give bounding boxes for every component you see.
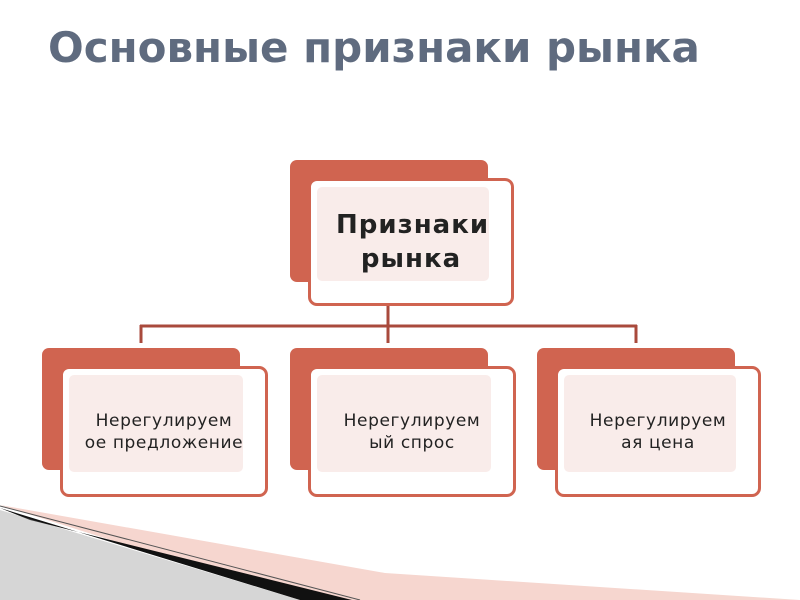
child-node-demand-box: Нерегулируем ый спрос bbox=[308, 366, 516, 497]
decoration-hatch-line bbox=[0, 505, 361, 600]
child-node-demand-label: Нерегулируем ый спрос bbox=[343, 410, 481, 453]
slide-title: Основные признаки рынка bbox=[48, 23, 700, 72]
child-node-price-label: Нерегулируем ая цена bbox=[589, 410, 727, 453]
child-node-price-fill bbox=[564, 375, 736, 472]
child-node-supply-label: Нерегулируем ое предложение bbox=[84, 410, 244, 453]
root-node-label: Признаки рынка bbox=[336, 210, 490, 274]
child-node-price-box: Нерегулируем ая цена bbox=[555, 366, 761, 497]
child-node-demand-fill bbox=[317, 375, 491, 472]
child-node-supply-fill bbox=[69, 375, 243, 472]
root-node-box: Признаки рынка bbox=[308, 178, 514, 306]
root-node-fill bbox=[317, 187, 489, 281]
child-node-supply-box: Нерегулируем ое предложение bbox=[60, 366, 268, 497]
decoration-gray-wedge bbox=[0, 510, 300, 600]
